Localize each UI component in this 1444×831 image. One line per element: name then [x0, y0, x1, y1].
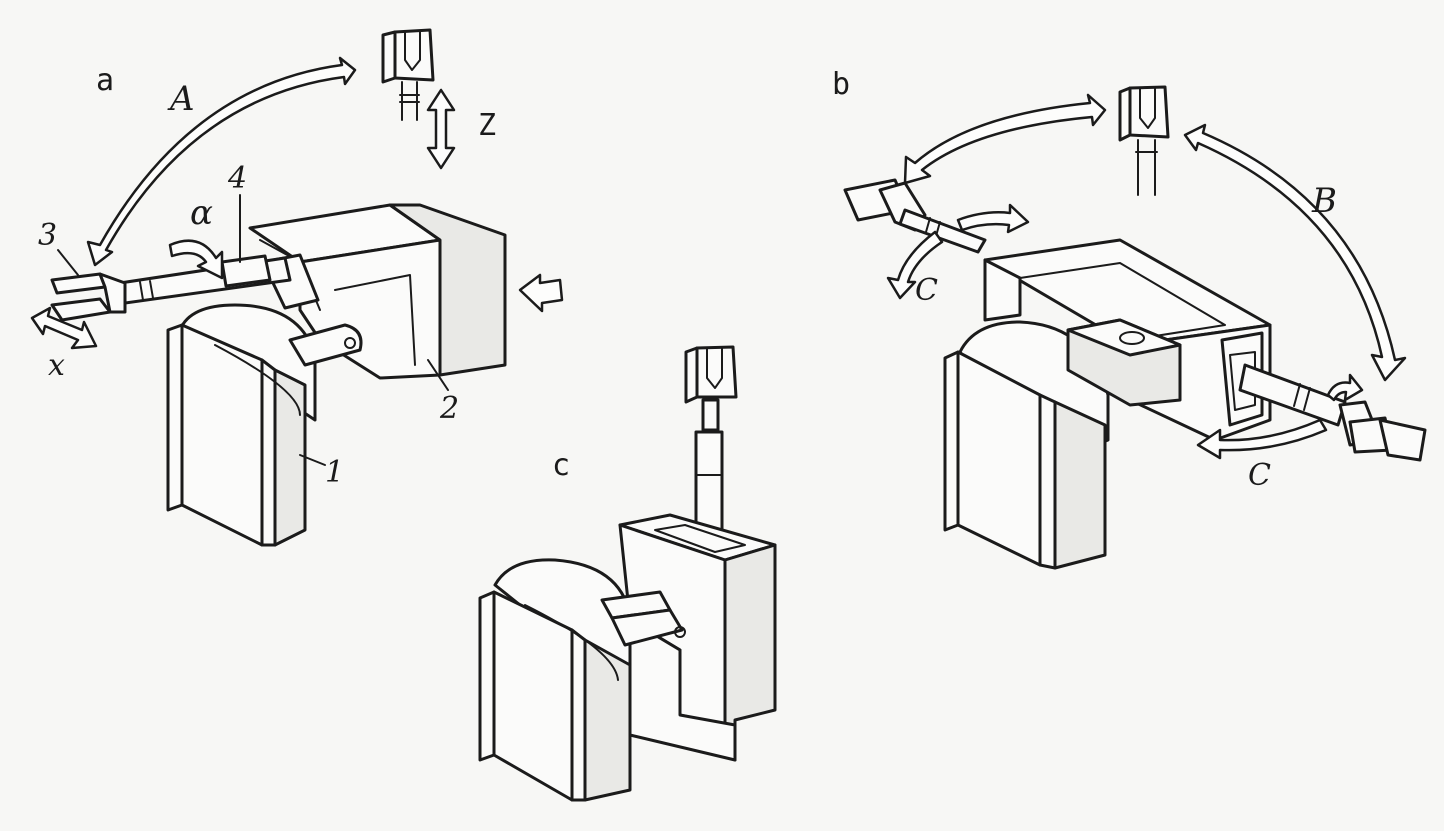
gripper-part-3 [50, 272, 127, 322]
motion-label-z: Z [478, 108, 496, 143]
motion-rotation-arrow-upper-right [956, 203, 1030, 234]
motion-label-alpha: α [190, 193, 213, 233]
motion-label-a: A [167, 79, 195, 119]
part-label-2: 2 [439, 391, 459, 426]
motion-label-x: x [48, 348, 65, 383]
panel-c-label: c [552, 448, 570, 483]
column-c [618, 513, 777, 762]
arm-b [1238, 363, 1427, 462]
carriage-b [983, 238, 1272, 442]
panel-b-label: b [832, 67, 850, 102]
gripper-upper-b [1118, 85, 1170, 196]
leader-line-1 [299, 454, 326, 466]
gripper-upper-a [381, 28, 435, 121]
motion-rotation-arrow-lower-c: C [1196, 418, 1328, 493]
base-part-1 [166, 303, 317, 547]
leader-line-3 [57, 249, 79, 276]
carriage-part-2 [248, 203, 507, 380]
push-arrow [518, 273, 564, 313]
panel-c: c [478, 345, 777, 802]
arm-part-4 [118, 254, 292, 305]
leader-line-2 [427, 359, 449, 391]
part-label-1: 1 [325, 455, 344, 490]
motion-arrow-z: Z [426, 88, 496, 170]
motion-arc-arrow-b: B [1183, 123, 1407, 382]
part-label-4: 4 [227, 161, 247, 196]
motion-arc-arrow-upper [903, 93, 1107, 185]
panel-a-label: a [96, 63, 114, 98]
gripper-left-b [843, 178, 987, 254]
motion-rotation-arrow-alpha: α [168, 193, 224, 280]
motion-label-c-upper: C [915, 273, 938, 308]
motion-rotation-arrow-upper-c: C [886, 230, 944, 308]
base-c [478, 558, 686, 802]
motion-label-c-lower: C [1248, 458, 1271, 493]
panel-b: b B C [832, 67, 1427, 570]
motion-arrow-x: x [30, 306, 98, 383]
gripper-vertical-c [684, 345, 738, 537]
motion-arc-arrow-a: A [86, 56, 357, 267]
part-label-3: 3 [38, 218, 57, 253]
motion-label-b: B [1311, 181, 1337, 221]
panel-a: a A Z [30, 28, 564, 547]
motion-rotation-arrow-lower-small [1326, 373, 1364, 402]
